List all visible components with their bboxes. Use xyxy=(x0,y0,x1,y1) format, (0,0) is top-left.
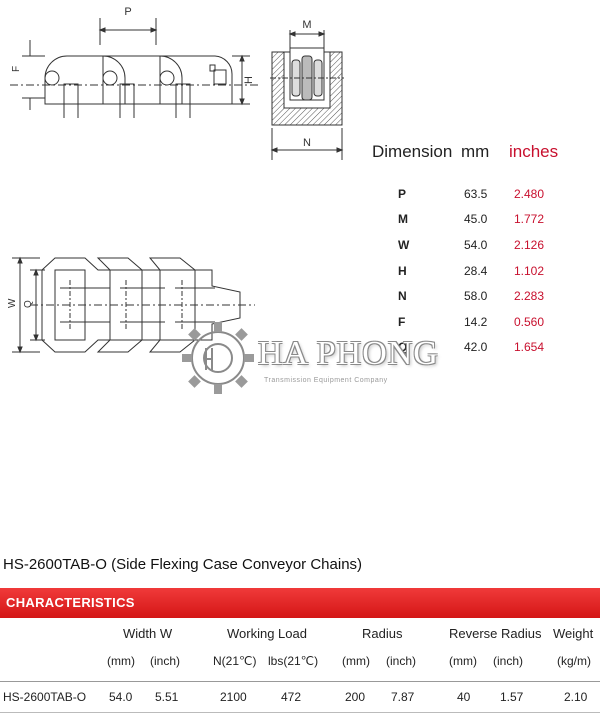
dim-inches: 1.102 xyxy=(514,264,545,278)
gear-logo-icon xyxy=(182,322,254,394)
label-h: H xyxy=(243,76,255,84)
dimension-header: Dimension xyxy=(372,142,453,161)
table-bottom-line xyxy=(0,712,600,713)
value-cell: 5.51 xyxy=(155,690,179,704)
header-working-load: Working Load xyxy=(227,626,307,641)
value-cell: 2.10 xyxy=(564,690,588,704)
dim-mm: 45.0 xyxy=(464,212,488,226)
label-n: N xyxy=(303,137,311,149)
subheader-reverse-mm: (mm) xyxy=(449,654,477,668)
dimension-row: W 54.0 2.126 xyxy=(0,238,600,258)
dim-inches: 1.654 xyxy=(514,340,545,354)
value-cell: 7.87 xyxy=(391,690,415,704)
characteristics-label: CHARACTERISTICS xyxy=(6,595,135,610)
subheader-width-inch: (inch) xyxy=(150,654,181,668)
dimension-row: H 28.4 1.102 xyxy=(0,264,600,284)
watermark-name: HA PHONG xyxy=(258,335,439,372)
dim-key: Q xyxy=(398,340,408,354)
dim-mm: 14.2 xyxy=(464,315,488,329)
dim-key: P xyxy=(398,187,407,201)
value-cell: 1.57 xyxy=(500,690,524,704)
dim-inches: 2.480 xyxy=(514,187,545,201)
label-f: F xyxy=(11,66,22,72)
dim-mm: 58.0 xyxy=(464,289,488,303)
value-cell: 472 xyxy=(281,690,302,704)
value-cell: 200 xyxy=(345,690,366,704)
label-p: P xyxy=(124,6,131,18)
characteristics-bar: CHARACTERISTICS xyxy=(0,588,600,618)
dim-mm: 42.0 xyxy=(464,340,488,354)
subheader-load-n: N(21℃) xyxy=(213,654,257,668)
product-title: HS-2600TAB-O (Side Flexing Case Conveyor… xyxy=(3,556,363,573)
value-cell: 2100 xyxy=(220,690,247,704)
value-cell: 54.0 xyxy=(109,690,133,704)
chain-cross-section-diagram: M N xyxy=(270,19,344,160)
dim-inches: 1.772 xyxy=(514,212,545,226)
subheader-reverse-inch: (inch) xyxy=(493,654,524,668)
dim-key: N xyxy=(398,289,407,303)
subheader-width-mm: (mm) xyxy=(107,654,135,668)
dimension-row: M 45.0 1.772 xyxy=(0,212,600,232)
label-w: W xyxy=(7,298,18,308)
model-cell: HS-2600TAB-O xyxy=(3,690,87,704)
subheader-radius-mm: (mm) xyxy=(342,654,370,668)
value-cell: 40 xyxy=(457,690,471,704)
label-q: Q xyxy=(23,300,34,308)
subheader-weight-kgm: (kg/m) xyxy=(557,654,591,668)
dim-inches: 2.126 xyxy=(514,238,545,252)
inches-header: inches xyxy=(509,142,559,161)
dim-inches: 0.560 xyxy=(514,315,545,329)
dim-key: W xyxy=(398,238,410,252)
label-m: M xyxy=(302,19,311,31)
chain-side-view-diagram: P F H xyxy=(10,6,258,118)
subheader-load-lbs: lbs(21℃) xyxy=(268,654,319,668)
dimension-row: F 14.2 0.560 xyxy=(0,315,600,335)
header-reverse-radius: Reverse Radius xyxy=(449,626,542,641)
dimension-row: Q 42.0 1.654 xyxy=(0,340,600,360)
dim-inches: 2.283 xyxy=(514,289,545,303)
dim-key: F xyxy=(398,315,406,329)
dimension-row: N 58.0 2.283 xyxy=(0,289,600,309)
dim-mm: 28.4 xyxy=(464,264,488,278)
header-radius: Radius xyxy=(362,626,403,641)
dimension-row: P 63.5 2.480 xyxy=(0,187,600,207)
dim-key: H xyxy=(398,264,407,278)
watermark-tagline: Transmission Equipment Company xyxy=(264,377,388,384)
subheader-radius-inch: (inch) xyxy=(386,654,417,668)
header-width: Width W xyxy=(123,626,173,641)
dim-key: M xyxy=(398,212,408,226)
dim-mm: 63.5 xyxy=(464,187,488,201)
dim-mm: 54.0 xyxy=(464,238,488,252)
table-divider xyxy=(0,681,600,682)
mm-header: mm xyxy=(461,142,490,161)
header-weight: Weight xyxy=(553,626,594,641)
